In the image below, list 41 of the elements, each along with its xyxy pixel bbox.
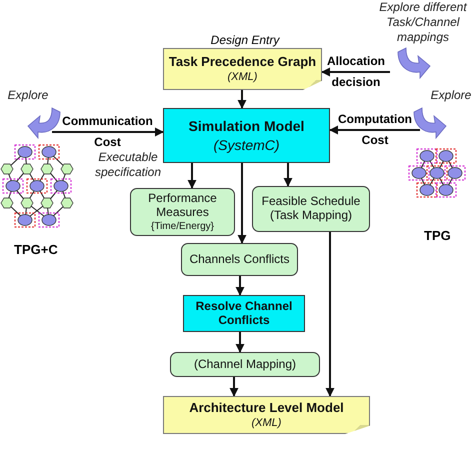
arrow: [236, 276, 244, 296]
box-caption: Design Entry: [210, 33, 280, 47]
process-box: [130, 188, 235, 236]
box-title: Simulation Model: [188, 118, 304, 135]
edge-label: Computation Cost: [337, 111, 413, 149]
box-title: Performance Measures: [147, 192, 218, 220]
note-text: Explore: [6, 88, 50, 103]
box-subtitle: {Time/Energy}: [151, 221, 214, 232]
arrow: [188, 163, 196, 189]
document-box: [163, 48, 322, 90]
box-subtitle: (SystemC): [213, 136, 280, 153]
arrow: [52, 128, 164, 136]
box-title: Architecture Level Model: [189, 400, 344, 416]
arrow: [236, 332, 244, 353]
box-title: Task Precedence Graph: [168, 54, 316, 70]
graph-caption: TPG: [424, 228, 451, 243]
process-box: [252, 186, 370, 232]
arrow: [329, 126, 420, 134]
process-box: [170, 352, 320, 377]
process-box: [163, 108, 330, 163]
box-title: Resolve Channel Conflicts: [194, 300, 294, 328]
arrow: [284, 163, 292, 187]
graph-caption: TPG+C: [14, 242, 58, 257]
document-box: [163, 396, 370, 434]
note-text: Explore: [430, 88, 472, 103]
arrow: [238, 90, 246, 109]
box-title: Feasible Schedule (Task Mapping): [260, 195, 362, 223]
box-subtitle: (XML): [252, 417, 282, 430]
edge-label: Communication Cost: [61, 113, 154, 151]
note-text: Executable specification: [94, 150, 162, 180]
process-box: [183, 295, 305, 332]
arrow: [321, 68, 390, 76]
arrow: [230, 377, 238, 397]
process-box: [181, 243, 298, 276]
edge-label: Allocation decision: [326, 53, 386, 91]
note-text: Explore different Task/Channel mappings: [378, 0, 468, 45]
box-title: Channels Conflicts: [189, 252, 290, 266]
arrow: [238, 163, 246, 244]
arrow: [326, 232, 334, 397]
box-title: (Channel Mapping): [194, 358, 296, 372]
box-subtitle: (XML): [228, 71, 258, 84]
